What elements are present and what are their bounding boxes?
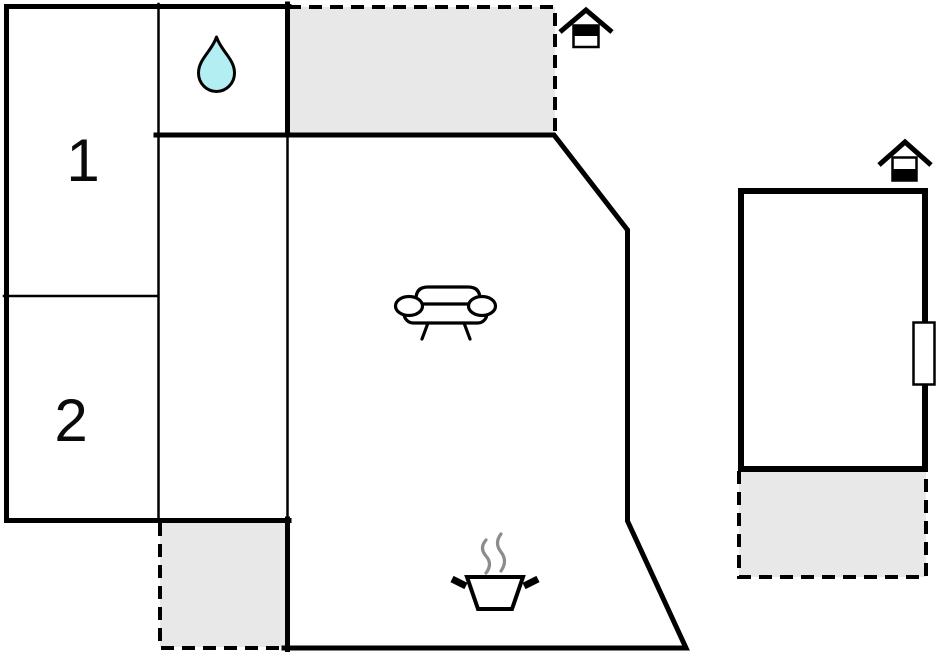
main-house-walls <box>2 1 690 652</box>
sofa-leg-right <box>462 321 472 341</box>
steam-line-right <box>495 532 507 573</box>
cooking-pot-icon <box>450 532 540 611</box>
entrance-top-roof <box>558 6 614 34</box>
room-2-label: 2 <box>54 387 87 454</box>
steam-line-left <box>480 538 492 575</box>
living-area-outer-wall <box>153 132 690 651</box>
terrace-annex <box>737 470 928 579</box>
annex-outer-wall <box>738 188 928 472</box>
entrance-right-filled-half <box>891 169 918 182</box>
terrace-top <box>288 5 557 133</box>
sofa-leg-left <box>420 321 430 341</box>
sofa-icon <box>393 285 498 341</box>
entrance-right-roof <box>877 138 933 167</box>
pot-handle-left <box>450 575 468 590</box>
left-wing-outer-wall <box>4 4 292 523</box>
water-drop-icon <box>197 35 236 93</box>
terrace-annex-dashed-edge <box>737 471 928 579</box>
pot-body <box>464 575 526 611</box>
entrance-top-filled-half <box>572 24 600 36</box>
terrace-top-dashed-edge <box>288 5 557 131</box>
entrance-house-icon-top <box>558 6 614 49</box>
sofa-armrest-right <box>466 294 498 318</box>
room-1-label: 1 <box>66 127 99 194</box>
terrace-annex-fill <box>739 470 926 577</box>
terrace-bottom-left <box>158 523 286 650</box>
terrace-top-fill <box>290 7 555 133</box>
door-icon <box>912 321 936 386</box>
pot-handle-right <box>522 575 540 590</box>
annex-building <box>738 188 936 472</box>
terrace-bottom-left-fill <box>160 523 285 647</box>
sofa-armrest-left <box>393 294 425 318</box>
entrance-house-icon-right <box>877 138 933 182</box>
